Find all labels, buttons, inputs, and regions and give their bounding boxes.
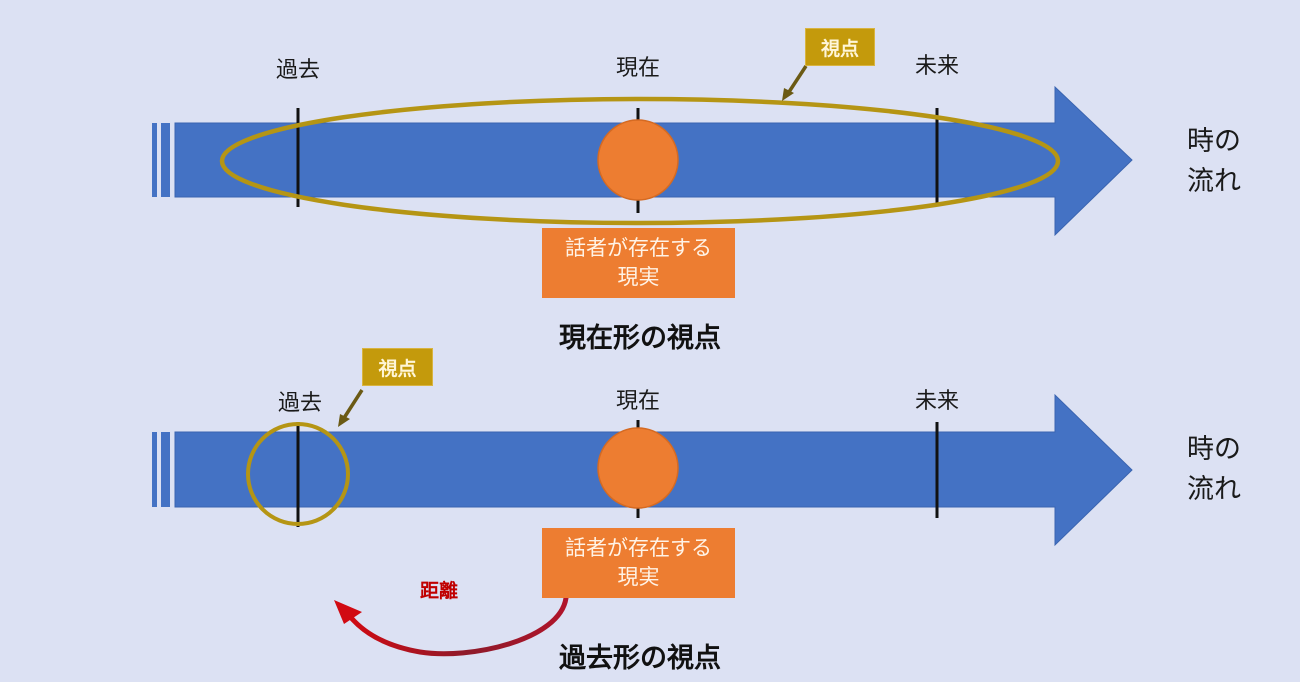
past-tense-diagram <box>152 389 1133 657</box>
present-label: 現在 <box>615 389 661 414</box>
viewpoint-tag-text: 視点 <box>820 37 859 60</box>
future-label: 未来 <box>914 389 960 414</box>
distance-curved-arrow-icon <box>345 595 569 657</box>
timeline-break-stripe <box>152 432 157 507</box>
reality-box-line1: 話者が存在する <box>565 536 712 560</box>
present-tense-caption: 現在形の視点 <box>559 323 721 354</box>
present-label: 現在 <box>615 56 661 81</box>
time-flow-label: 時の 流れ <box>1187 430 1267 510</box>
timeline-break-stripe <box>161 123 170 197</box>
viewpoint-tag: 視点 <box>362 348 433 386</box>
past-label: 過去 <box>275 58 321 83</box>
timeline-break-stripe <box>152 123 157 197</box>
viewpoint-pointer-head-icon <box>338 414 350 427</box>
timeline-break-stripe <box>161 432 170 507</box>
speaker-circle-icon <box>597 427 679 509</box>
future-label: 未来 <box>914 54 960 79</box>
present-tense-diagram <box>152 65 1133 237</box>
viewpoint-circle <box>246 422 350 526</box>
past-label: 過去 <box>277 391 323 416</box>
time-flow-line1: 時の <box>1187 434 1241 465</box>
past-tense-caption: 過去形の視点 <box>559 643 721 674</box>
time-flow-line2: 流れ <box>1187 166 1241 197</box>
reality-box-line2: 現実 <box>617 565 660 589</box>
viewpoint-tag: 視点 <box>805 28 875 66</box>
viewpoint-pointer-icon <box>785 65 808 96</box>
speaker-circle-icon <box>597 119 679 201</box>
time-flow-label: 時の 流れ <box>1187 122 1267 202</box>
viewpoint-pointer-head-icon <box>782 88 794 101</box>
distance-label: 距離 <box>420 580 459 602</box>
time-flow-line2: 流れ <box>1187 474 1241 505</box>
distance-arrow-head-icon <box>334 600 362 624</box>
time-flow-line1: 時の <box>1187 126 1241 157</box>
viewpoint-pointer-icon <box>342 389 364 419</box>
speaker-reality-box: 話者が存在する 現実 <box>542 228 735 298</box>
reality-box-line2: 現実 <box>617 265 660 289</box>
speaker-reality-box: 話者が存在する 現実 <box>542 528 735 598</box>
viewpoint-tag-text: 視点 <box>378 357 417 380</box>
viewpoint-ellipse <box>219 96 1061 226</box>
reality-box-line1: 話者が存在する <box>565 236 712 260</box>
